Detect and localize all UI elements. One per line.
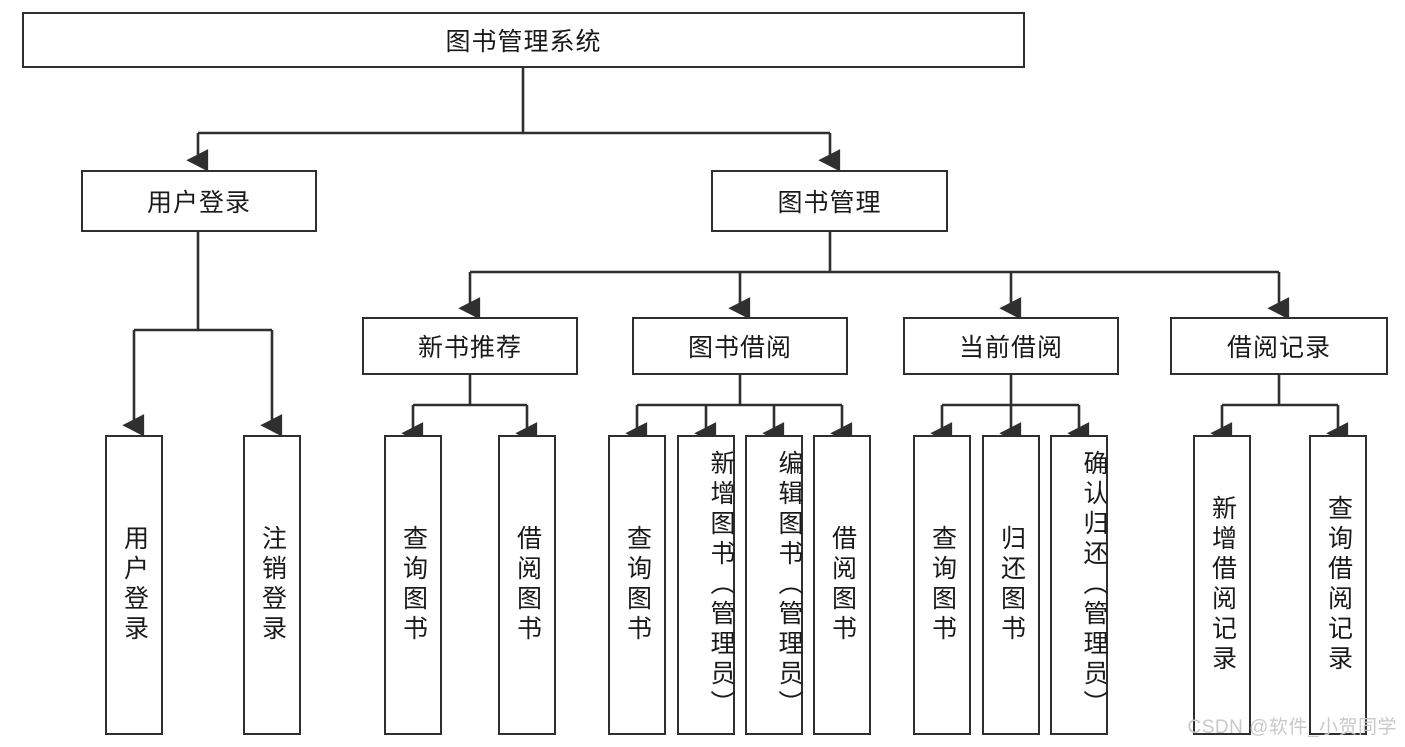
leaf-user-login-logout[interactable]: 注销登录	[243, 435, 301, 735]
leaf-borrow-record-add[interactable]: 新增借阅记录	[1193, 435, 1251, 735]
node-book-borrow[interactable]: 图书借阅	[632, 317, 848, 375]
leaf-book-borrow-borrow[interactable]: 借阅图书	[813, 435, 871, 735]
csdn-watermark: CSDN @软件_小贺同学	[1187, 717, 1397, 738]
leaf-new-book-borrow[interactable]: 借阅图书	[498, 435, 556, 735]
leaf-borrow-record-query[interactable]: 查询借阅记录	[1309, 435, 1367, 735]
node-new-book-recommend[interactable]: 新书推荐	[362, 317, 578, 375]
leaf-user-login-login[interactable]: 用户登录	[105, 435, 163, 735]
node-borrow-record[interactable]: 借阅记录	[1170, 317, 1388, 375]
node-current-borrow[interactable]: 当前借阅	[903, 317, 1119, 375]
leaf-new-book-query[interactable]: 查询图书	[384, 435, 442, 735]
node-root-system[interactable]: 图书管理系统	[22, 12, 1025, 68]
leaf-current-borrow-query[interactable]: 查询图书	[913, 435, 971, 735]
leaf-book-borrow-query[interactable]: 查询图书	[608, 435, 666, 735]
leaf-current-borrow-confirm-admin[interactable]: 确认归还（管理员）	[1050, 435, 1108, 735]
node-book-management[interactable]: 图书管理	[711, 170, 948, 232]
leaf-current-borrow-return[interactable]: 归还图书	[982, 435, 1040, 735]
node-user-login[interactable]: 用户登录	[81, 170, 317, 232]
leaf-book-borrow-edit-admin[interactable]: 编辑图书（管理员）	[745, 435, 803, 735]
leaf-book-borrow-add-admin[interactable]: 新增图书（管理员）	[677, 435, 735, 735]
